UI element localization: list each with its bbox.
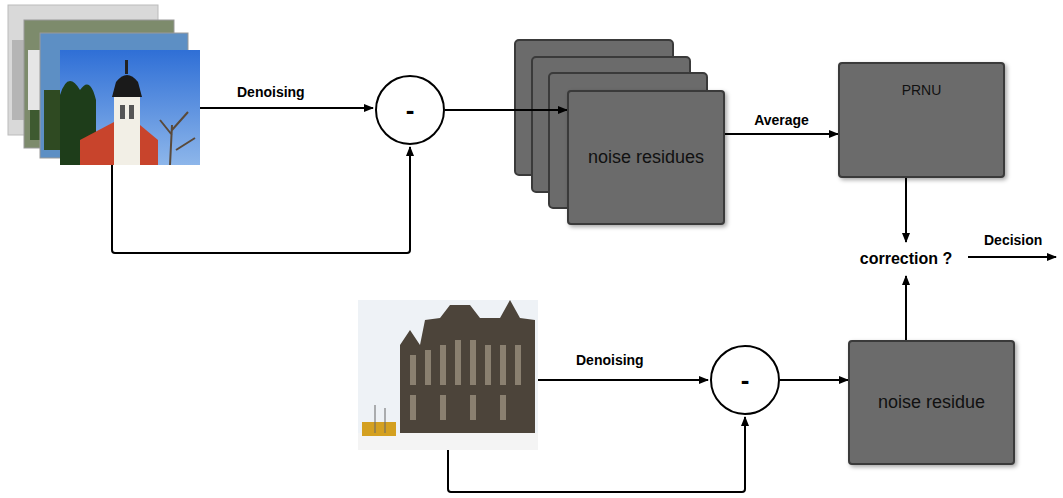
- node-text: -: [406, 95, 415, 126]
- flow-arrow: [445, 109, 567, 111]
- residue-box: noise residue: [848, 340, 1015, 465]
- residue-box: noise residues: [567, 90, 725, 225]
- prnu-box: PRNU: [838, 62, 1005, 178]
- flow-label: Denoising: [235, 84, 307, 100]
- node-text: PRNU: [902, 82, 942, 98]
- flow-arrow: [905, 276, 907, 340]
- node-text: -: [741, 365, 750, 396]
- photo-stack: [8, 5, 200, 165]
- flow-arrow: [905, 178, 907, 242]
- flow-label: Decision: [982, 232, 1044, 248]
- node-text: correction ?: [860, 250, 952, 268]
- flow-label: Denoising: [574, 352, 646, 368]
- node-text: noise residue: [878, 392, 985, 413]
- correlation-node: correction ?: [850, 244, 963, 274]
- edge-label: Average: [752, 112, 811, 128]
- flow-arrow: [780, 379, 848, 381]
- node-text: noise residues: [588, 147, 704, 168]
- subtract-circle: -: [710, 345, 780, 415]
- flow-arrow: [725, 133, 838, 135]
- query-photo: [358, 300, 538, 450]
- subtract-circle: -: [375, 75, 445, 145]
